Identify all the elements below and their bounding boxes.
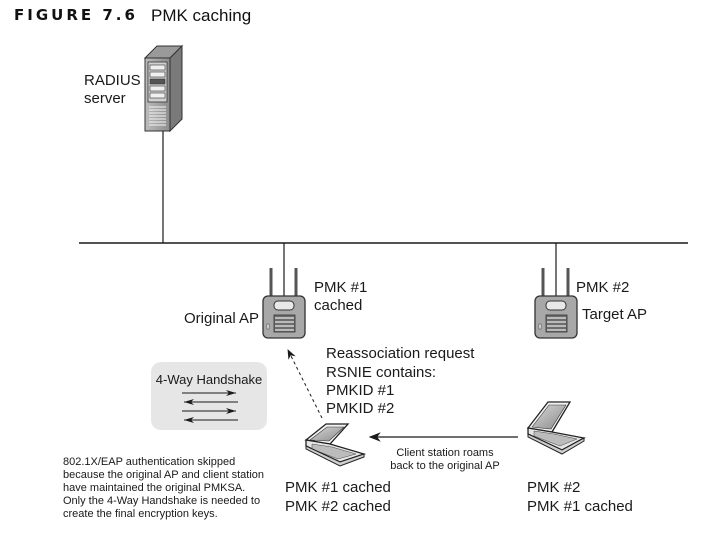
- laptop-target-icon[interactable]: [526, 401, 586, 455]
- client-original-pmk-2: PMK #2 cached: [285, 498, 391, 515]
- note-line-3: have maintained the original PMKSA.: [63, 482, 246, 494]
- original-ap-pmk-status: cached: [314, 297, 363, 314]
- original-ap-icon[interactable]: [262, 268, 306, 339]
- laptop-original-icon[interactable]: [304, 423, 367, 467]
- handshake-arrowhead-right-2: [226, 408, 236, 414]
- reassociation-line-3: PMKID #1: [326, 382, 395, 399]
- target-ap-label: Target AP: [582, 306, 648, 323]
- note-line-4: Only the 4-Way Handshake is needed to: [63, 495, 261, 507]
- original-ap-pmk: PMK #1: [314, 279, 368, 296]
- reassociation-line-2: RSNIE contains:: [326, 364, 437, 381]
- handshake-arrows: [182, 390, 238, 423]
- reassociation-line-1: Reassociation request: [326, 345, 475, 362]
- roam-line-1: Client station roams: [396, 447, 494, 459]
- roam-line-2: back to the original AP: [390, 460, 500, 472]
- figure-number: FIGURE 7.6: [14, 6, 138, 24]
- handshake-arrowhead-right-1: [226, 390, 236, 396]
- radius-label-line1: RADIUS: [84, 72, 141, 89]
- radius-label-line2: server: [84, 90, 126, 107]
- client-target-pmk-1: PMK #2: [527, 479, 581, 496]
- client-original-pmk-1: PMK #1 cached: [285, 479, 391, 496]
- client-target-pmk-2: PMK #1 cached: [527, 498, 633, 515]
- handshake-title: 4-Way Handshake: [155, 372, 263, 387]
- handshake-panel: [151, 362, 267, 430]
- note-line-2: because the original AP and client stati…: [63, 469, 264, 481]
- reassociation-line-4: PMKID #2: [326, 400, 395, 417]
- handshake-arrowhead-left-2: [184, 417, 194, 423]
- target-ap-icon[interactable]: [534, 268, 578, 339]
- server-tower-icon: [143, 44, 184, 133]
- original-ap-label: Original AP: [184, 310, 260, 327]
- target-ap-pmk: PMK #2: [576, 279, 630, 296]
- note-line-1: 802.1X/EAP authentication skipped: [63, 456, 236, 468]
- note-line-5: create the final encryption keys.: [63, 508, 218, 520]
- figure-title: PMK caching: [151, 6, 252, 25]
- reassociation-arrow: [287, 349, 323, 419]
- handshake-arrowhead-left-1: [184, 399, 194, 405]
